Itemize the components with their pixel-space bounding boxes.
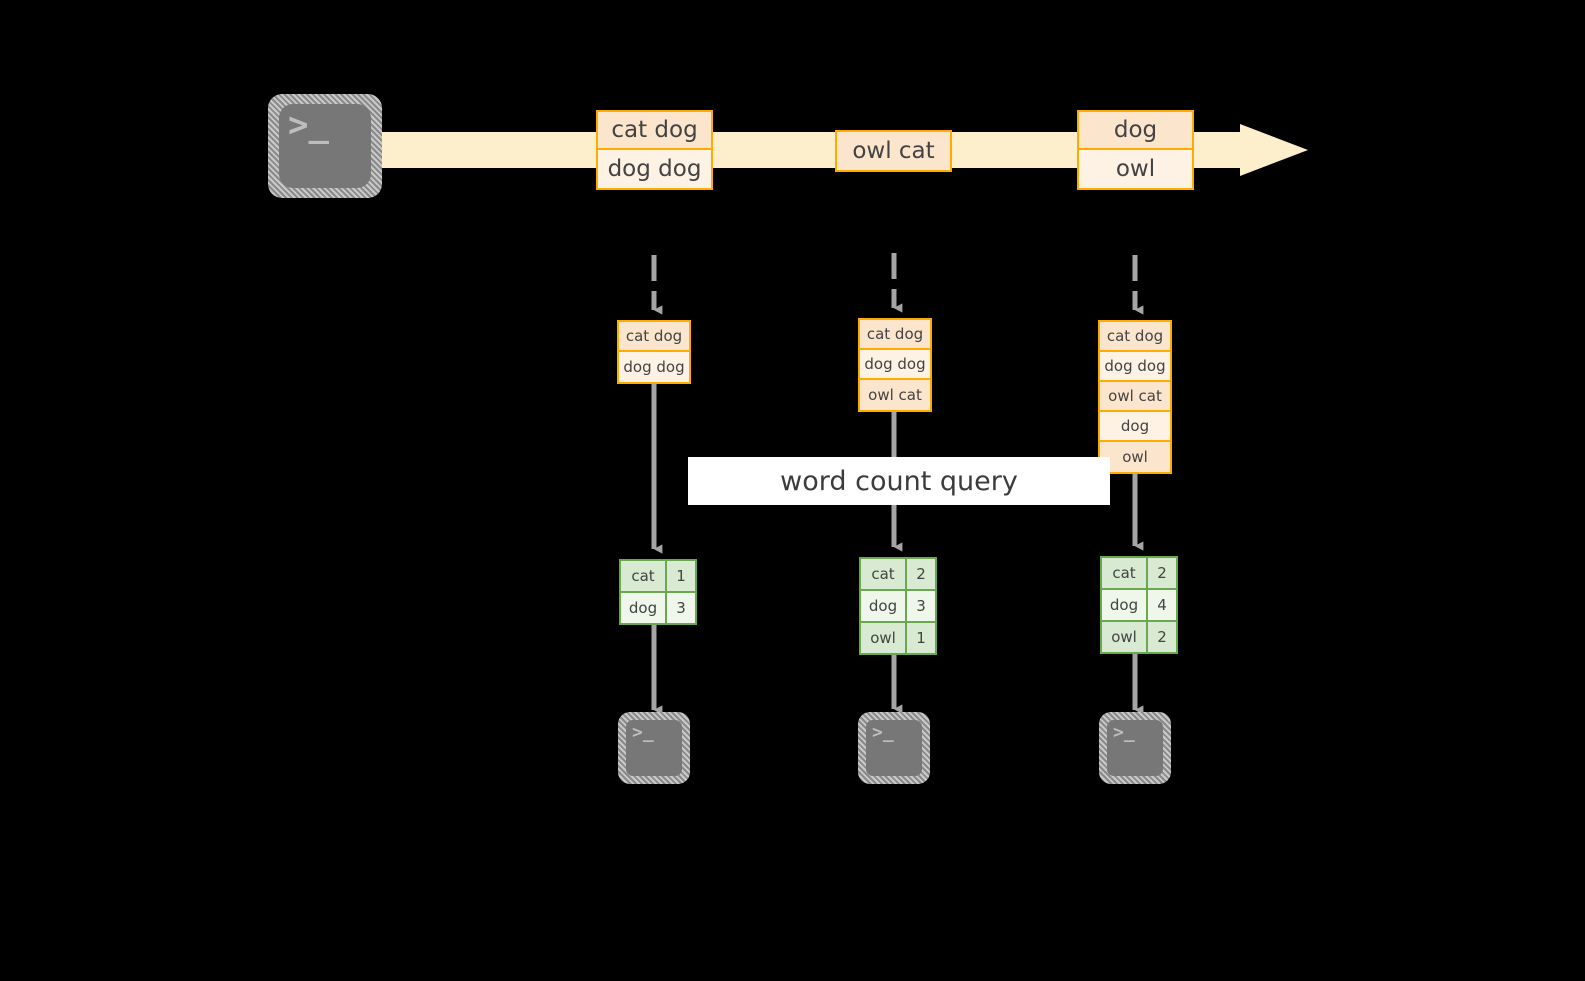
result-word: cat xyxy=(1102,558,1148,588)
terminal-prompt-glyph: >_ xyxy=(288,105,329,145)
snapshot-line: owl cat xyxy=(1100,382,1170,412)
table-row: cat 1 xyxy=(621,561,695,593)
sink-terminal-icon-2: >_ xyxy=(858,712,930,784)
sink-terminal-icon-3: >_ xyxy=(1099,712,1171,784)
stream-event-line: owl cat xyxy=(837,132,950,170)
result-word: cat xyxy=(861,559,907,589)
snapshot-box-3: cat dog dog dog owl cat dog owl xyxy=(1098,320,1172,474)
terminal-prompt-glyph: >_ xyxy=(1113,722,1135,743)
table-row: owl 1 xyxy=(861,623,935,653)
query-label: word count query xyxy=(688,457,1110,505)
result-word: owl xyxy=(861,623,907,653)
result-word: dog xyxy=(861,591,907,621)
table-row: dog 3 xyxy=(861,591,935,623)
query-label-text: word count query xyxy=(780,465,1018,497)
snapshot-line: dog xyxy=(1100,412,1170,442)
result-word: dog xyxy=(1102,590,1148,620)
result-count: 1 xyxy=(907,623,935,653)
snapshot-line: dog dog xyxy=(860,350,930,380)
snapshot-line: cat dog xyxy=(1100,322,1170,352)
stream-event-line: dog xyxy=(1079,112,1192,150)
result-count: 2 xyxy=(1148,558,1176,588)
table-row: cat 2 xyxy=(861,559,935,591)
terminal-body xyxy=(866,720,922,776)
table-row: cat 2 xyxy=(1102,558,1176,590)
snapshot-box-1: cat dog dog dog xyxy=(617,320,691,384)
result-table-2: cat 2 dog 3 owl 1 xyxy=(859,557,937,655)
stream-event-box-1: cat dog dog dog xyxy=(596,110,713,190)
stream-event-box-3: dog owl xyxy=(1077,110,1194,190)
stream-event-line: cat dog xyxy=(598,112,711,150)
table-row: dog 3 xyxy=(621,593,695,623)
result-count: 3 xyxy=(667,593,695,623)
stream-event-box-2: owl cat xyxy=(835,130,952,172)
source-terminal-icon: >_ xyxy=(268,94,382,198)
stream-event-line: dog dog xyxy=(598,150,711,188)
snapshot-line: cat dog xyxy=(619,322,689,352)
result-count: 4 xyxy=(1148,590,1176,620)
terminal-body xyxy=(1107,720,1163,776)
sink-terminal-icon-1: >_ xyxy=(618,712,690,784)
snapshot-line: owl cat xyxy=(860,380,930,410)
result-count: 3 xyxy=(907,591,935,621)
terminal-prompt-glyph: >_ xyxy=(632,722,654,743)
result-word: cat xyxy=(621,561,667,591)
table-row: dog 4 xyxy=(1102,590,1176,622)
result-count: 2 xyxy=(1148,622,1176,652)
result-word: owl xyxy=(1102,622,1148,652)
terminal-body xyxy=(279,104,371,188)
snapshot-line: owl xyxy=(1100,442,1170,472)
snapshot-line: cat dog xyxy=(860,320,930,350)
snapshot-line: dog dog xyxy=(619,352,689,382)
table-row: owl 2 xyxy=(1102,622,1176,652)
result-table-1: cat 1 dog 3 xyxy=(619,559,697,625)
snapshot-line: dog dog xyxy=(1100,352,1170,382)
terminal-body xyxy=(626,720,682,776)
snapshot-box-2: cat dog dog dog owl cat xyxy=(858,318,932,412)
result-count: 2 xyxy=(907,559,935,589)
stream-event-line: owl xyxy=(1079,150,1192,188)
result-word: dog xyxy=(621,593,667,623)
result-count: 1 xyxy=(667,561,695,591)
terminal-prompt-glyph: >_ xyxy=(872,722,894,743)
result-table-3: cat 2 dog 4 owl 2 xyxy=(1100,556,1178,654)
